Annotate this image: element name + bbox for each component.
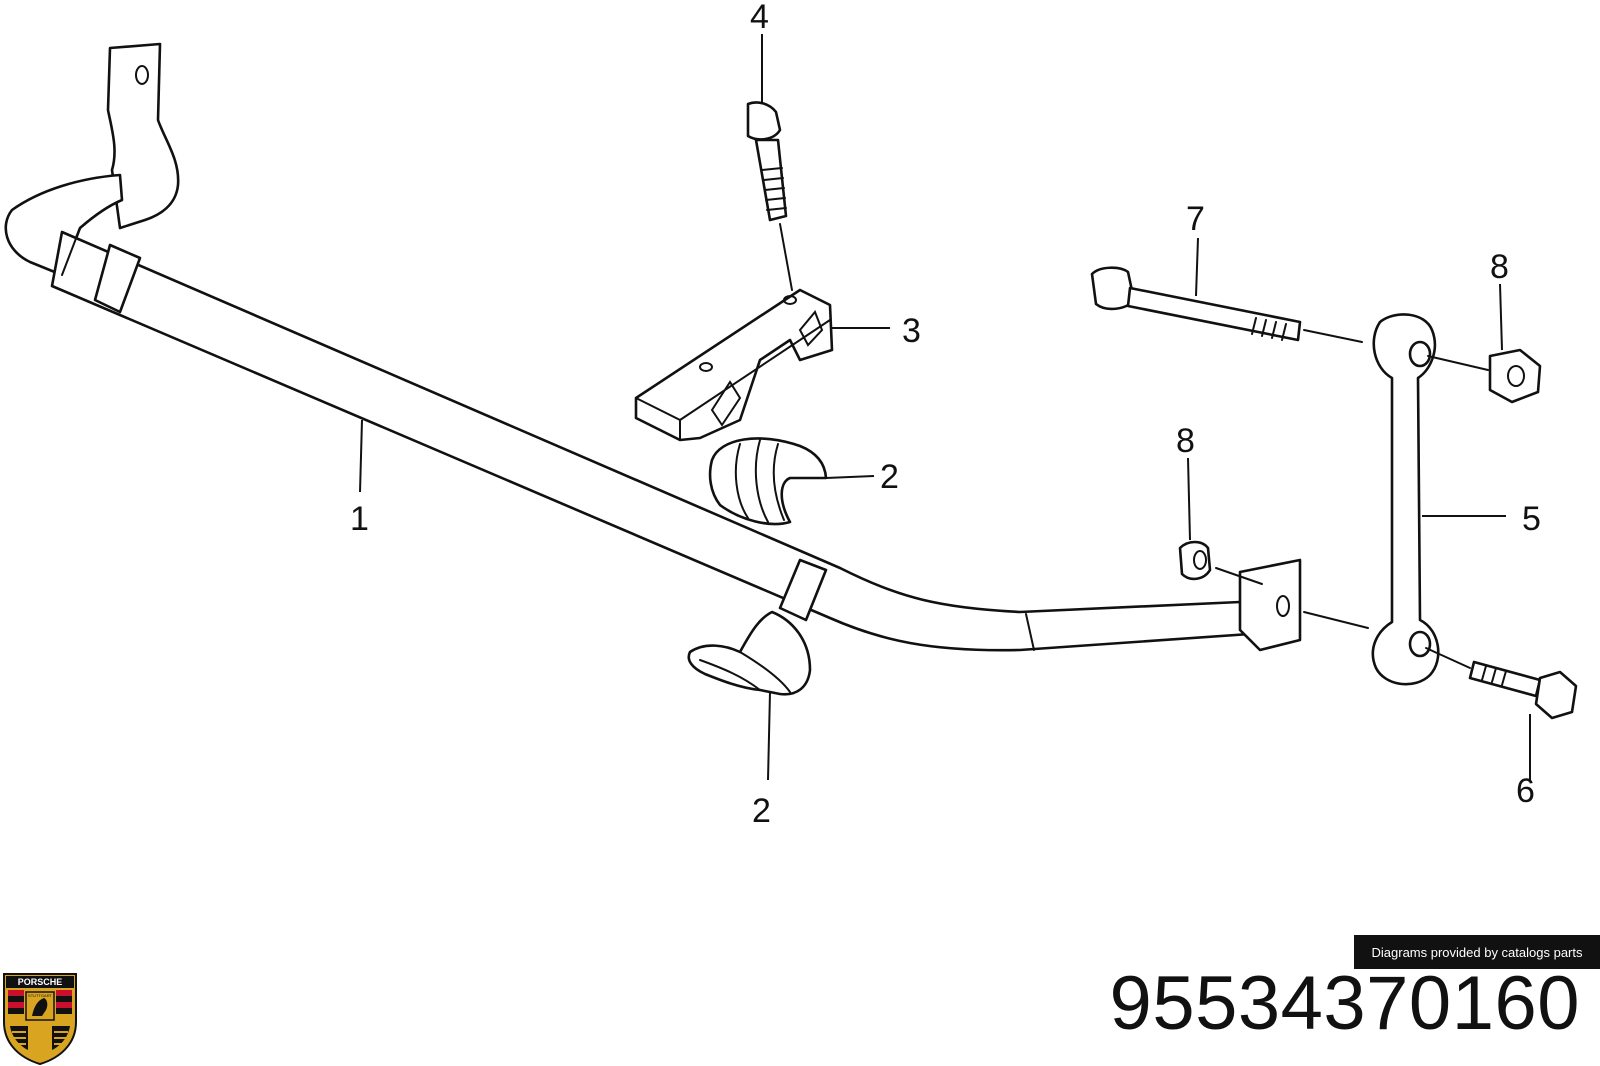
callout-4: 4: [750, 0, 769, 36]
callout-2-lower: 2: [752, 792, 771, 830]
bolt-lower: [1425, 647, 1578, 720]
callout-8-middle: 8: [1176, 422, 1195, 460]
callout-5: 5: [1522, 500, 1541, 538]
credit-banner: Diagrams provided by catalogs parts: [1354, 935, 1600, 969]
clamp-bracket: [634, 288, 834, 442]
long-bolt: [1090, 266, 1363, 343]
rubber-bushing-lower: [687, 610, 812, 696]
callout-2-upper: 2: [880, 458, 899, 496]
part-number: 95534370160: [1109, 961, 1580, 1046]
logo-subtext: STUTTGART: [28, 993, 52, 998]
bolt-upper: [746, 101, 793, 291]
logo-wordmark: PORSCHE: [18, 977, 63, 987]
nut-middle: [1178, 540, 1369, 629]
callout-labels: 1 2 2 3 4 5 6 7 8 8: [350, 0, 1541, 830]
callout-6: 6: [1516, 772, 1535, 810]
callout-8-right: 8: [1490, 248, 1509, 286]
rubber-bushing-upper: [708, 437, 828, 526]
leader-lines: [359, 34, 1531, 781]
porsche-crest-logo: PORSCHE STUTTGART: [3, 973, 77, 1066]
callout-3: 3: [902, 312, 921, 350]
nut-right: [1427, 348, 1542, 404]
callout-7: 7: [1186, 200, 1205, 238]
stabilizer-bar: [4, 42, 1302, 652]
drop-link: [1371, 313, 1440, 686]
callout-1: 1: [350, 500, 369, 538]
